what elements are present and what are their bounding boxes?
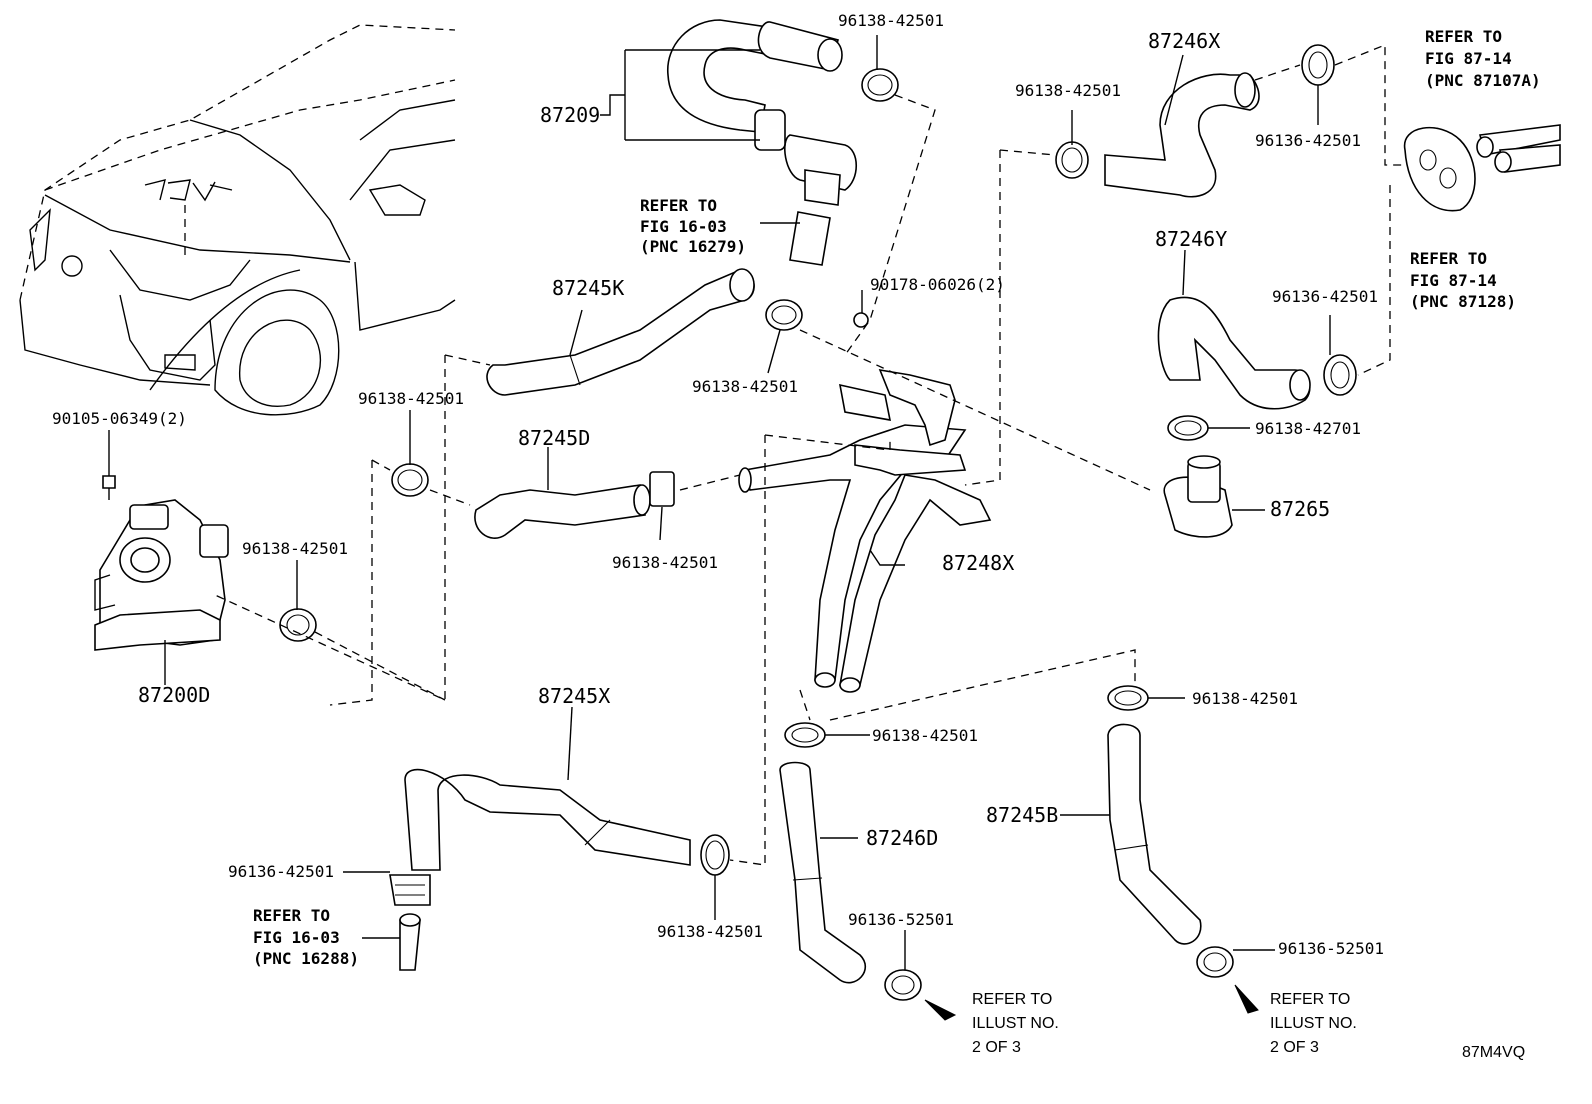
hose-87245K bbox=[486, 268, 755, 396]
clamp-96138-246x bbox=[1055, 141, 1089, 179]
vehicle-illustration bbox=[19, 24, 456, 416]
clamp-96138-top bbox=[861, 68, 899, 102]
label-96138-d: 96138-42501 bbox=[612, 553, 718, 572]
label-96136-52501-a: 96136-52501 bbox=[848, 910, 954, 929]
label-refer-1603-b-line3: (PNC 16288) bbox=[253, 949, 359, 968]
label-87246Y: 87246Y bbox=[1155, 227, 1227, 251]
label-96138-42701: 96138-42701 bbox=[1255, 419, 1361, 438]
label-96136-246y: 96136-42501 bbox=[1272, 287, 1378, 306]
label-96138-246x: 96138-42501 bbox=[1015, 81, 1121, 100]
label-refer-illust-a-line2: ILLUST NO. bbox=[972, 1015, 1059, 1032]
label-87245K: 87245K bbox=[552, 276, 624, 300]
label-refer-8714-b-line1: REFER TO bbox=[1410, 249, 1487, 268]
hose-87246D bbox=[779, 761, 867, 984]
label-refer-8714-a-line3: (PNC 87107A) bbox=[1425, 71, 1541, 90]
clamp-96136-246y bbox=[1323, 354, 1357, 396]
label-refer-illust-b-line2: ILLUST NO. bbox=[1270, 1015, 1357, 1032]
clamp-96138-left bbox=[391, 463, 429, 497]
clamp-96138-mid bbox=[784, 722, 826, 748]
label-96138-k: 96138-42501 bbox=[692, 377, 798, 396]
label-refer-illust-b-line3: 2 OF 3 bbox=[1270, 1039, 1319, 1056]
pipe-ref-16288 bbox=[399, 913, 421, 971]
label-96138-pump: 96138-42501 bbox=[242, 539, 348, 558]
leader-lines bbox=[108, 35, 1331, 970]
label-refer-8714-a-line2: FIG 87-14 bbox=[1425, 49, 1512, 68]
grommet-87107A bbox=[1403, 124, 1561, 212]
clamp-96136-52501-b bbox=[1196, 946, 1234, 978]
label-87246D: 87246D bbox=[866, 826, 938, 850]
bolt-90178 bbox=[853, 312, 869, 328]
label-96138-left: 96138-42501 bbox=[358, 389, 464, 408]
label-87209: 87209 bbox=[540, 103, 600, 127]
label-96136-52501-b: 96136-52501 bbox=[1278, 939, 1384, 958]
label-96138-top: 96138-42501 bbox=[838, 11, 944, 30]
label-87245D: 87245D bbox=[518, 426, 590, 450]
label-refer-1603-b-line2: FIG 16-03 bbox=[253, 928, 340, 947]
hose-87246X bbox=[1104, 72, 1260, 198]
hose-87209 bbox=[600, 19, 858, 266]
hose-87245B bbox=[1107, 723, 1202, 945]
label-96138-x: 96138-42501 bbox=[657, 922, 763, 941]
label-90105: 90105-06349(2) bbox=[52, 409, 187, 428]
clamp-96138-x bbox=[700, 834, 730, 876]
clamp-96136-x bbox=[389, 874, 431, 906]
clamp-96138-42701 bbox=[1167, 415, 1209, 441]
label-96136-x: 96136-42501 bbox=[228, 862, 334, 881]
label-87265: 87265 bbox=[1270, 497, 1330, 521]
label-87245X: 87245X bbox=[538, 684, 610, 708]
label-refer-illust-a-line1: REFER TO bbox=[972, 991, 1052, 1008]
clamp-96138-pump bbox=[279, 608, 317, 642]
pipe-87248X bbox=[738, 368, 992, 693]
pump-87200D bbox=[94, 499, 229, 651]
arrow-a bbox=[924, 999, 957, 1021]
label-refer-1603-a-line3: (PNC 16279) bbox=[640, 237, 746, 256]
valve-87265 bbox=[1163, 455, 1233, 538]
dashed-connections bbox=[214, 44, 1405, 866]
arrow-b bbox=[1234, 984, 1259, 1014]
illustration-code: 87M4VQ bbox=[1462, 1044, 1525, 1061]
label-96138-mid: 96138-42501 bbox=[872, 726, 978, 745]
hose-87246Y bbox=[1157, 296, 1311, 410]
label-refer-8714-b-line2: FIG 87-14 bbox=[1410, 271, 1497, 290]
clamp-96138-d bbox=[649, 471, 675, 507]
clamp-96138-k bbox=[765, 299, 803, 331]
clamp-96138-b bbox=[1107, 685, 1149, 711]
clamp-96136-52501-a bbox=[884, 969, 922, 1001]
label-refer-1603-b-line1: REFER TO bbox=[253, 906, 330, 925]
clamp-96136-246x bbox=[1301, 44, 1335, 86]
hose-87245D bbox=[474, 484, 651, 539]
bolt-90105 bbox=[102, 475, 116, 500]
label-refer-1603-a-line2: FIG 16-03 bbox=[640, 217, 727, 236]
label-87246X: 87246X bbox=[1148, 29, 1220, 53]
label-87245B: 87245B bbox=[986, 803, 1058, 827]
label-90178: 90178-06026(2) bbox=[870, 275, 1005, 294]
label-refer-8714-a-line1: REFER TO bbox=[1425, 27, 1502, 46]
label-96138-b: 96138-42501 bbox=[1192, 689, 1298, 708]
label-87200D: 87200D bbox=[138, 683, 210, 707]
label-refer-illust-a-line3: 2 OF 3 bbox=[972, 1039, 1021, 1056]
label-refer-8714-b-line3: (PNC 87128) bbox=[1410, 292, 1516, 311]
label-refer-1603-a-line1: REFER TO bbox=[640, 196, 717, 215]
hose-87245X bbox=[404, 768, 691, 871]
label-96136-246x: 96136-42501 bbox=[1255, 131, 1361, 150]
label-87248X: 87248X bbox=[942, 551, 1014, 575]
label-refer-illust-b-line1: REFER TO bbox=[1270, 991, 1350, 1008]
